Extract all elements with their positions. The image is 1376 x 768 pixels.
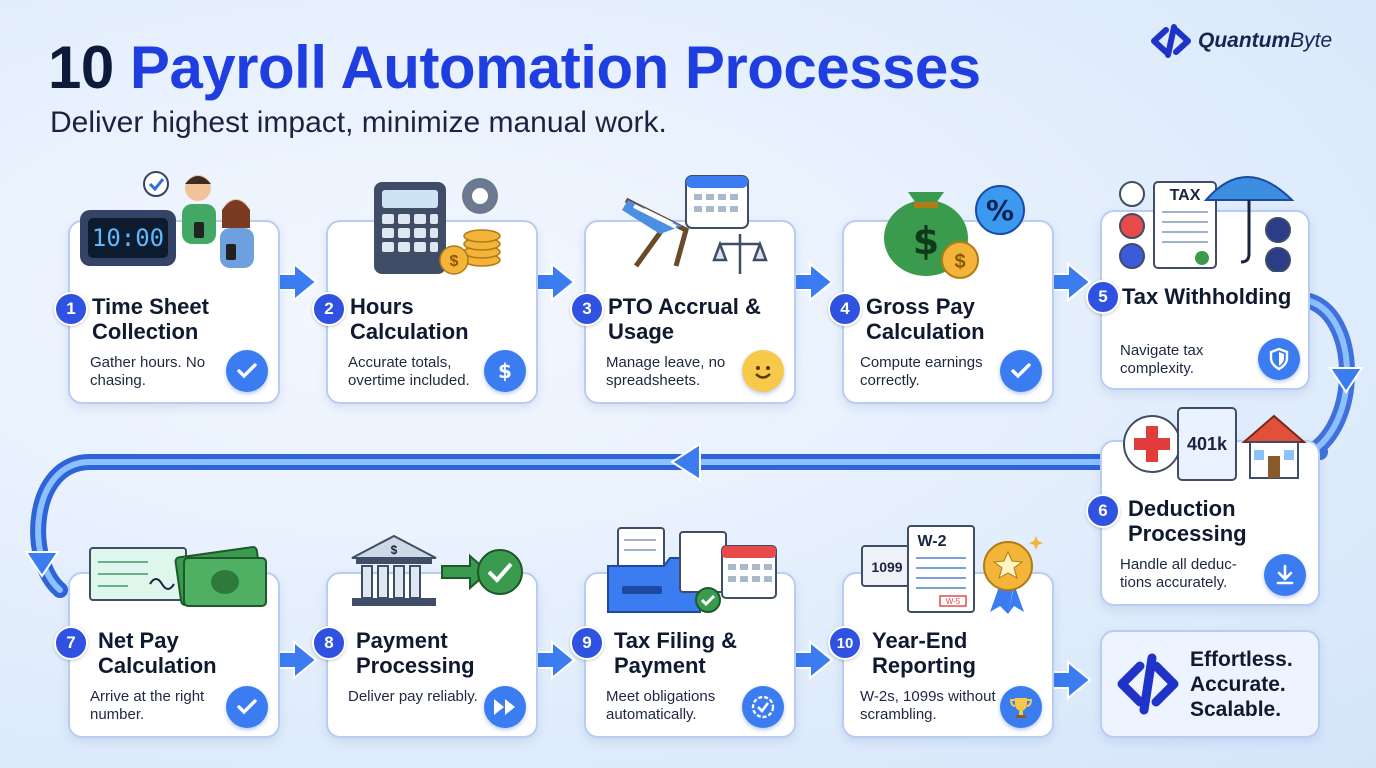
step-title: Deduction Processing (1128, 496, 1247, 546)
fast-forward-icon[interactable] (484, 686, 526, 728)
summary-card: Effortless. Accurate. Scalable. (1100, 630, 1320, 738)
calculator-coins-illustration: $ (374, 178, 501, 275)
benefits-illustration: 401k (1123, 407, 1307, 481)
step-card-6[interactable]: 401k 6 Deduction Processing Handle all d… (1086, 407, 1320, 606)
step-description: Navigate tax complexity. (1120, 342, 1204, 377)
summary-line-3: Scalable. (1190, 698, 1282, 721)
step-title: Year-End Reporting (872, 628, 976, 678)
retirement-label: 401k (1187, 434, 1228, 454)
step-number-badge: 4 (828, 292, 862, 326)
form-1099-label: 1099 (871, 559, 902, 575)
filing-folder-calendar-illustration (607, 527, 777, 613)
step-title: PTO Accrual & Usage (608, 294, 761, 344)
trophy-icon[interactable] (1000, 686, 1042, 728)
step-title: Hours Calculation (350, 294, 469, 344)
step-number-badge: 6 (1086, 494, 1120, 528)
checkmark-icon[interactable] (1000, 350, 1042, 392)
step-description: Manage leave, no spreadsheets. (606, 354, 726, 389)
step-title: Gross Pay Calculation (866, 294, 985, 344)
step-card-10[interactable]: 1099 W-2 W-5 10 Year-End Reporting W-2s,… (828, 525, 1054, 738)
verified-badge-icon[interactable] (742, 686, 784, 728)
svg-text:$: $ (954, 251, 965, 273)
step-description: Compute earnings correctly. (860, 354, 983, 389)
step-title: Payment Processing (356, 628, 475, 678)
money-bag-illustration: $ $ % (884, 185, 1025, 279)
check-cash-illustration (89, 546, 267, 607)
svg-text:$: $ (450, 253, 459, 270)
step-description: Arrive at the right number. (90, 688, 205, 723)
summary-line-1: Effortless. (1190, 648, 1293, 671)
step-number-badge: 7 (54, 626, 88, 660)
quantumbyte-logo-icon (1151, 24, 1191, 58)
step-title: Net Pay Calculation (98, 628, 217, 678)
checkmark-icon[interactable] (226, 686, 268, 728)
step-description: W-2s, 1099s without scrambling. (860, 688, 996, 723)
step-description: Handle all deduc-tions accurately. (1120, 556, 1237, 591)
step-description: Meet obligations automatically. (606, 688, 716, 723)
step-card-7[interactable]: 7 Net Pay Calculation Arrive at the righ… (54, 546, 280, 738)
step-description: Gather hours. No chasing. (90, 354, 206, 389)
step-card-2[interactable]: $ 2 Hours Calculation Accurate totals, o… (312, 178, 538, 404)
bank-transfer-illustration: $ (351, 534, 523, 606)
step-description: Accurate totals, overtime included. (348, 354, 470, 389)
step-description: Deliver pay reliably. (348, 688, 478, 705)
tax-form-label: TAX (1170, 187, 1201, 204)
step-title: Tax Filing & Payment (614, 628, 738, 678)
step-number-badge: 5 (1086, 280, 1120, 314)
svg-text:$: $ (391, 543, 398, 557)
smiley-icon[interactable] (742, 350, 784, 392)
step-number-badge: 9 (570, 626, 604, 660)
step-number-badge: 8 (312, 626, 346, 660)
page-title: 10 Payroll Automation Processes (48, 30, 981, 106)
brand-name-light: Byte (1290, 29, 1333, 52)
step-number-badge: 3 (570, 292, 604, 326)
year-end-forms-illustration: 1099 W-2 W-5 (861, 525, 1043, 614)
quantumbyte-mark-icon (1117, 653, 1179, 715)
step-card-1[interactable]: 10:00 1 Time Sheet Collection Gather hou… (54, 171, 280, 404)
form-w2-label: W-2 (917, 533, 946, 550)
step-card-4[interactable]: $ $ % 4 Gross Pay Calculation Compute ea… (828, 185, 1054, 404)
summary-line-2: Accurate. (1190, 673, 1286, 696)
step-card-5[interactable]: TAX 5 Tax Withholding Navigate tax compl… (1086, 176, 1310, 390)
shield-icon[interactable] (1258, 338, 1300, 380)
step-card-8[interactable]: $ 8 Payment Processing Deliver pay relia… (312, 534, 538, 738)
tax-form-umbrella-illustration: TAX (1119, 176, 1295, 272)
step-number-badge: 10 (828, 626, 862, 660)
download-icon[interactable] (1264, 554, 1306, 596)
clock-time: 10:00 (92, 224, 164, 252)
step-title: Time Sheet Collection (92, 294, 209, 344)
dollar-icon[interactable]: $ (484, 350, 526, 392)
step-card-3[interactable]: 3 PTO Accrual & Usage Manage leave, no s… (570, 175, 796, 404)
step-card-9[interactable]: 9 Tax Filing & Payment Meet obligations … (570, 527, 796, 738)
svg-text:%: % (986, 194, 1014, 227)
brand-name-bold: Quantum (1198, 29, 1291, 52)
svg-text:$: $ (498, 359, 512, 383)
page-subtitle: Deliver highest impact, minimize manual … (50, 106, 667, 139)
stamp-label: W-5 (946, 597, 961, 606)
beach-chair-calendar-illustration (622, 175, 768, 274)
checkmark-icon[interactable] (226, 350, 268, 392)
time-clock-people-illustration: 10:00 (80, 171, 254, 268)
title-number: 10 (48, 34, 114, 101)
svg-text:$: $ (913, 219, 939, 263)
step-number-badge: 1 (54, 292, 88, 326)
step-number-badge: 2 (312, 292, 346, 326)
title-text: Payroll Automation Processes (129, 34, 981, 101)
step-title: Tax Withholding (1122, 284, 1292, 309)
